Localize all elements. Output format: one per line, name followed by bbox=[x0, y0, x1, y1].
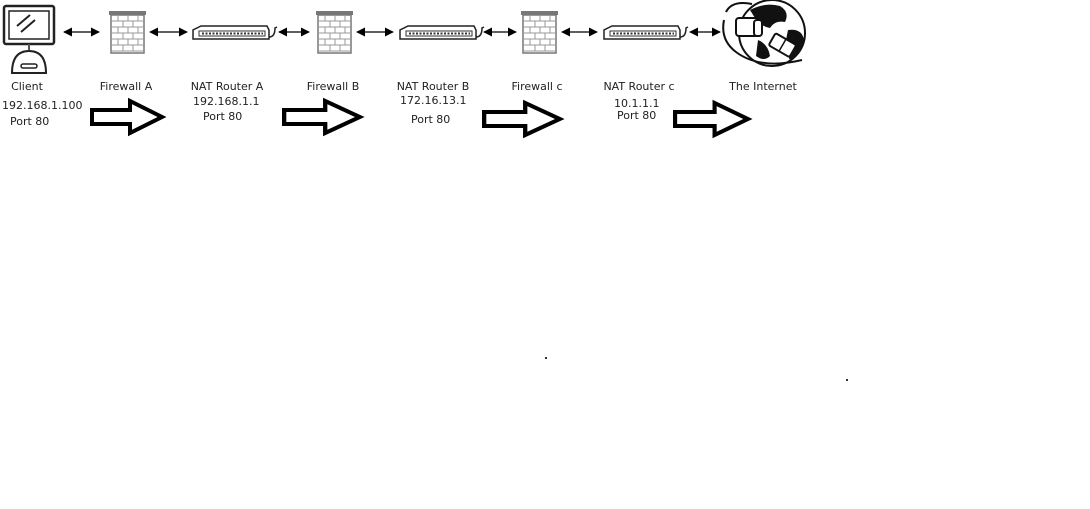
firewall-icon bbox=[108, 10, 147, 54]
nat-router-c-port: Port 80 bbox=[617, 109, 657, 122]
router-icon bbox=[603, 25, 689, 40]
node-label-firewall-a: Firewall A bbox=[99, 80, 153, 93]
flow-arrow bbox=[90, 99, 164, 135]
node-label-nat-router-a: NAT Router A bbox=[190, 80, 264, 93]
nat-router-b-port: Port 80 bbox=[411, 113, 451, 126]
node-label-firewall-c: Firewall c bbox=[511, 80, 563, 93]
flow-arrow bbox=[673, 102, 753, 138]
router-icon bbox=[192, 25, 278, 40]
stray-dot bbox=[846, 379, 848, 381]
firewall-icon bbox=[315, 10, 354, 54]
node-label-firewall-b: Firewall B bbox=[306, 80, 360, 93]
connectors bbox=[63, 27, 721, 37]
computer-icon bbox=[2, 4, 58, 76]
stray-dot bbox=[545, 357, 547, 359]
node-label-internet: The Internet bbox=[729, 80, 797, 93]
client-port: Port 80 bbox=[10, 115, 50, 128]
node-label-client: Client bbox=[11, 80, 43, 93]
firewall-icon bbox=[520, 10, 559, 54]
node-label-nat-router-b: NAT Router B bbox=[396, 80, 470, 93]
globe-icon bbox=[720, 0, 810, 72]
nat-router-c-ip: 10.1.1.1 bbox=[614, 97, 660, 110]
client-ip: 192.168.1.100 bbox=[2, 99, 83, 112]
nat-router-a-ip: 192.168.1.1 bbox=[193, 95, 260, 108]
node-label-nat-router-c: NAT Router c bbox=[603, 80, 675, 93]
nat-router-b-ip: 172.16.13.1 bbox=[400, 94, 467, 107]
nat-router-a-port: Port 80 bbox=[203, 110, 243, 123]
flow-arrow bbox=[482, 102, 564, 138]
router-icon bbox=[399, 25, 485, 40]
flow-arrow bbox=[282, 100, 364, 136]
